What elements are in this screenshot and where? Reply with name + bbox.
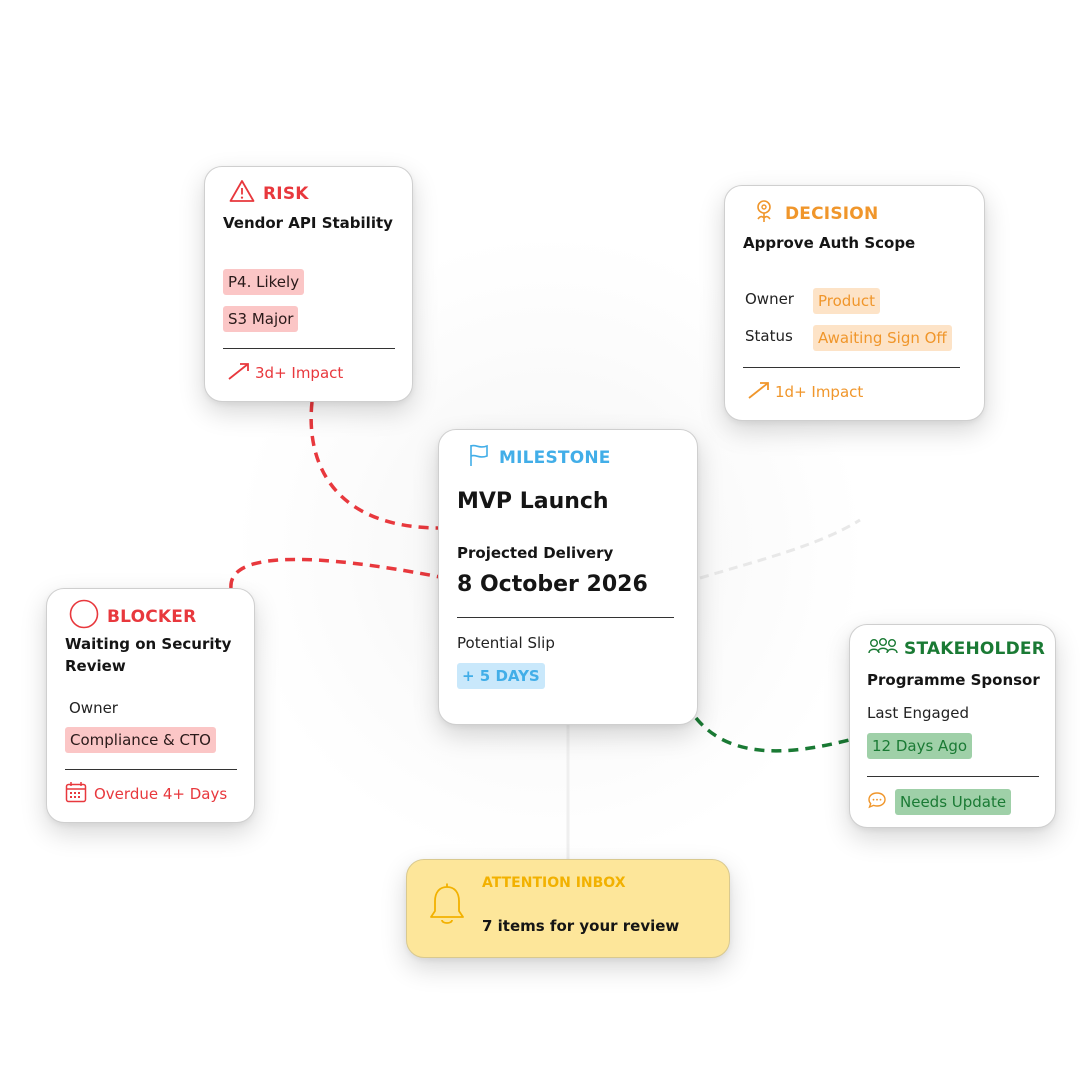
stakeholder-heading-label: STAKEHOLDER	[904, 638, 1045, 659]
attention-inbox-card[interactable]: ATTENTION INBOX 7 items for your review	[406, 859, 730, 958]
stakeholder-divider	[867, 776, 1039, 777]
risk-heading-label: RISK	[263, 183, 309, 204]
risk-severity-badge: S3 Major	[223, 306, 299, 332]
decision-heading-label: DECISION	[785, 203, 879, 224]
flag-icon	[467, 442, 491, 473]
risk-divider	[223, 348, 395, 349]
milestone-delivery-date: 8 October 2026	[457, 572, 648, 597]
attention-heading: ATTENTION INBOX	[482, 875, 626, 891]
blocker-card[interactable]: BLOCKER Waiting on Security Review Owner…	[46, 588, 255, 823]
calendar-icon	[65, 781, 87, 807]
decision-title: Approve Auth Scope	[743, 234, 916, 252]
blocker-overdue: Overdue 4+ Days	[65, 781, 227, 807]
stakeholder-title: Programme Sponsor	[867, 671, 1040, 689]
milestone-slip-badge: + 5 DAYS	[457, 663, 545, 689]
lightbulb-decision-icon	[751, 198, 777, 229]
milestone-heading-label: MILESTONE	[499, 447, 611, 468]
decision-heading: DECISION	[751, 198, 878, 229]
blocker-divider	[65, 769, 237, 770]
stakeholder-connector	[694, 716, 850, 753]
stakeholder-card[interactable]: STAKEHOLDER Programme Sponsor Last Engag…	[849, 624, 1056, 828]
decision-owner-label: Owner	[745, 290, 794, 308]
decision-status-label: Status	[745, 327, 793, 345]
risk-probability-badge: P4. Likely	[223, 269, 305, 295]
circle-blocker-icon	[69, 599, 99, 634]
chat-bubble-icon	[867, 791, 887, 813]
risk-card[interactable]: RISK Vendor API Stability P4. Likely S3 …	[204, 166, 413, 402]
stakeholder-engaged-label: Last Engaged	[867, 704, 969, 722]
attention-message: 7 items for your review	[482, 917, 680, 935]
milestone-heading: MILESTONE	[467, 442, 611, 473]
blocker-connector	[229, 557, 441, 589]
warning-triangle-icon	[229, 179, 255, 208]
stakeholder-status-badge: Needs Update	[895, 789, 1012, 815]
decision-divider	[743, 367, 960, 368]
trend-up-arrow-icon	[227, 361, 251, 385]
risk-impact-label: 3d+ Impact	[255, 364, 344, 382]
decision-impact-label: 1d+ Impact	[775, 383, 864, 401]
blocker-title: Waiting on Security Review	[65, 635, 232, 675]
risk-connector	[309, 401, 441, 530]
people-group-icon	[868, 637, 898, 660]
milestone-slip-label: Potential Slip	[457, 634, 555, 652]
blocker-heading: BLOCKER	[69, 599, 196, 634]
blocker-heading-label: BLOCKER	[107, 606, 197, 627]
risk-heading: RISK	[229, 179, 309, 208]
trend-up-arrow-icon	[747, 380, 771, 404]
stakeholder-status: Needs Update	[867, 789, 1012, 815]
blocker-overdue-label: Overdue 4+ Days	[94, 785, 228, 803]
decision-owner-badge: Product	[813, 288, 880, 314]
risk-impact: 3d+ Impact	[227, 361, 343, 385]
decision-status-badge: Awaiting Sign Off	[813, 325, 952, 351]
blocker-owner-label: Owner	[69, 699, 118, 717]
faint-connector-right	[699, 518, 861, 580]
milestone-card[interactable]: MILESTONE MVP Launch Projected Delivery …	[438, 429, 698, 725]
decision-impact: 1d+ Impact	[747, 380, 863, 404]
risk-title: Vendor API Stability	[223, 214, 393, 232]
stakeholder-heading: STAKEHOLDER	[868, 637, 1045, 660]
milestone-title: MVP Launch	[457, 489, 609, 514]
bell-icon	[427, 882, 467, 932]
milestone-delivery-label: Projected Delivery	[457, 544, 614, 562]
milestone-divider	[457, 617, 674, 618]
blocker-owner-badge: Compliance & CTO	[65, 727, 216, 753]
decision-card[interactable]: DECISION Approve Auth Scope Owner Produc…	[724, 185, 985, 421]
stakeholder-engaged-badge: 12 Days Ago	[867, 733, 973, 759]
